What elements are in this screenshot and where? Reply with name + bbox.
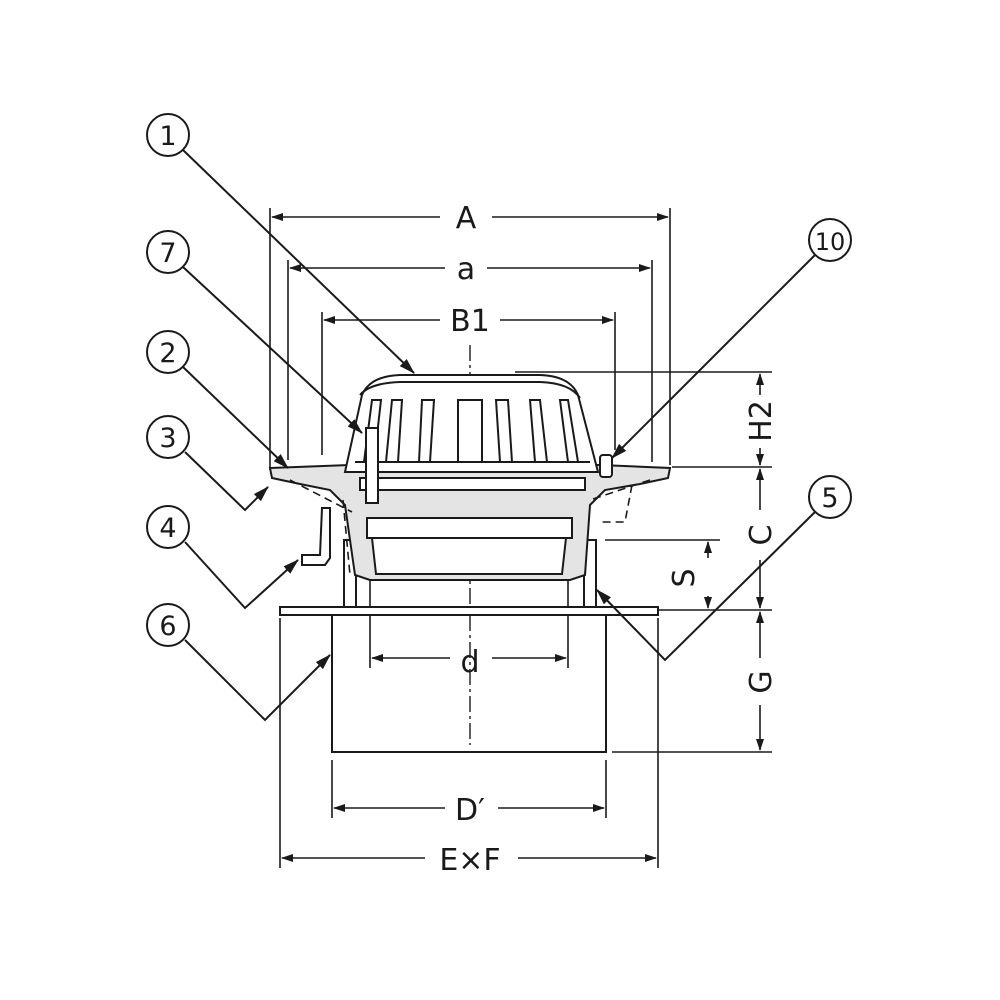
dim-label-a: a — [457, 252, 475, 287]
dome-strainer — [343, 374, 600, 473]
svg-text:7: 7 — [159, 238, 176, 269]
callout-1: 1 — [146, 113, 190, 157]
drain-body — [268, 464, 672, 581]
svg-text:4: 4 — [159, 513, 176, 544]
callout-5: 5 — [808, 475, 852, 519]
callout-2: 2 — [146, 330, 190, 374]
dim-label-ExF: E×F — [439, 843, 500, 878]
svg-text:10: 10 — [815, 228, 846, 256]
callout-3: 3 — [146, 415, 190, 459]
callout-4: 4 — [146, 505, 190, 549]
dim-label-B1: B1 — [450, 304, 490, 339]
svg-text:2: 2 — [159, 338, 176, 369]
dim-label-H2: H2 — [744, 400, 779, 442]
callout-7: 7 — [146, 230, 190, 274]
svg-text:5: 5 — [821, 483, 838, 514]
dim-label-A: A — [456, 201, 477, 236]
callout-10: 10 — [808, 218, 852, 262]
dim-label-d: d — [460, 645, 479, 680]
bolt-right — [599, 454, 613, 478]
leader-lines — [182, 149, 816, 722]
dim-label-S: S — [667, 568, 702, 587]
bolt-left — [365, 427, 379, 504]
dim-label-C: C — [744, 525, 779, 546]
dimension-lines — [271, 213, 764, 862]
callout-6: 6 — [146, 603, 190, 647]
dim-label-D-prime: D′ — [455, 793, 485, 828]
svg-text:1: 1 — [159, 121, 176, 152]
svg-text:6: 6 — [159, 611, 176, 642]
svg-text:3: 3 — [159, 423, 176, 454]
dim-label-G: G — [744, 670, 779, 693]
